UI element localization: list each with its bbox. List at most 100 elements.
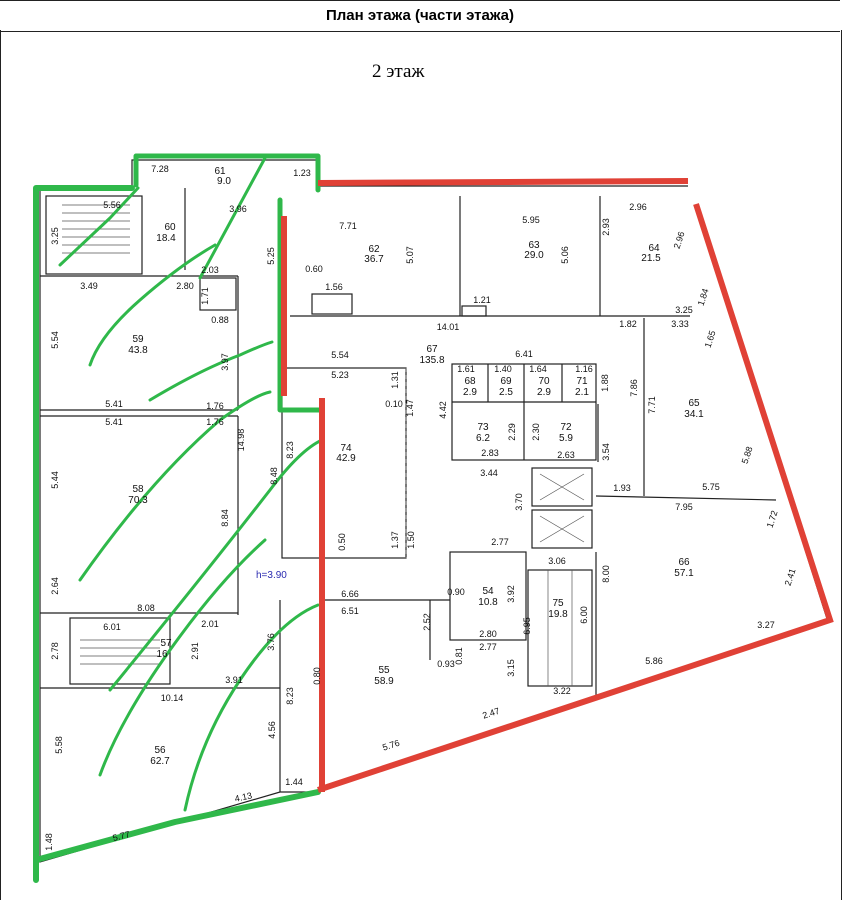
room-number: 60: [164, 222, 176, 233]
room-number: 65: [688, 398, 700, 409]
green-outline-south: [33, 789, 321, 863]
green-hatch: [98, 538, 267, 777]
room-area: 43.8: [128, 345, 148, 356]
plan-title: План этажа (части этажа): [325, 7, 515, 24]
room-area: 57.1: [674, 568, 694, 579]
dimension-label: 2.77: [491, 537, 509, 547]
dimension-label: 1.71: [200, 287, 210, 305]
plan-sheet: [0, 30, 842, 900]
room-area: 70.3: [128, 495, 148, 506]
dimension-label: 1.23: [293, 168, 311, 178]
room-area: 10.8: [478, 597, 498, 608]
room-number: 73: [477, 422, 489, 433]
fixture: [311, 293, 353, 315]
dimension-label: 2.83: [481, 448, 499, 458]
room-area: 19.8: [548, 609, 568, 620]
room-54-box: [449, 551, 527, 641]
dimension-label: 8.00: [601, 565, 611, 583]
interior-walls: [40, 188, 777, 792]
elevator-x: [539, 473, 585, 501]
dimension-label: 4.13: [234, 790, 253, 803]
room-number: 63: [528, 240, 540, 251]
dimension-label: 2.29: [507, 423, 517, 441]
stair-75: [527, 569, 593, 687]
dimension-label: 2.77: [479, 642, 497, 652]
dimension-label: 3.27: [757, 620, 775, 630]
dimension-label: 5.23: [331, 370, 349, 380]
dimension-label: 5.76: [381, 738, 401, 753]
dimension-label: 1.65: [703, 329, 718, 349]
green-hatch: [183, 603, 320, 812]
dimension-label: 6.00: [579, 606, 589, 624]
dimension-label: 2.96: [672, 230, 687, 250]
red-highlight: [281, 178, 834, 793]
room-area: 36.7: [364, 254, 384, 265]
room-area: 42.9: [336, 453, 356, 464]
dimension-label: 1.31: [390, 371, 400, 389]
dimension-label: 0.60: [305, 264, 323, 274]
dimension-label: 0.90: [447, 587, 465, 597]
dimension-label: 5.95: [522, 215, 540, 225]
dimension-label: 6.01: [103, 622, 121, 632]
room-number: 75: [552, 598, 564, 609]
dimension-label: 1.44: [285, 777, 303, 787]
dimension-label: 7.28: [151, 164, 169, 174]
dimension-label: 4.56: [267, 721, 277, 739]
dimension-label: 3.06: [548, 556, 566, 566]
room-area: 62.7: [150, 756, 170, 767]
dimension-label: 5.58: [54, 736, 64, 754]
room-number: 55: [378, 665, 390, 676]
dimension-label: 5.41: [105, 417, 123, 427]
dimension-label: 2.41: [783, 567, 798, 587]
room-area: 135.8: [419, 355, 444, 366]
elevator-1: [531, 467, 593, 507]
dimension-label: 1.64: [529, 364, 547, 374]
green-hatch: [58, 186, 140, 267]
dimension-label: 3.91: [225, 675, 243, 685]
red-outline-east: [317, 203, 834, 793]
dimension-label: 1.47: [405, 399, 415, 417]
dimension-label: 3.92: [506, 585, 516, 603]
dimension-labels: 7.28 1.23 5.56 3.96 7.71 5.95 2.96 3.25 …: [44, 164, 798, 851]
dimension-label: 14.01: [437, 322, 460, 332]
dimension-label: 1.72: [765, 509, 780, 529]
dimension-label: 3.25: [675, 305, 693, 315]
dimension-label: 5.54: [50, 331, 60, 349]
dimension-label: 1.93: [613, 483, 631, 493]
dimension-label: 7.71: [647, 396, 657, 414]
dimension-label: 3.49: [80, 281, 98, 291]
dimension-label: 2.52: [422, 613, 432, 631]
dimension-label: 1.88: [600, 374, 610, 392]
dimension-label: 0.88: [211, 315, 229, 325]
dimension-label: 1.76: [206, 417, 224, 427]
dimension-label: 2.80: [176, 281, 194, 291]
room-area: 2.5: [499, 387, 513, 398]
green-outline-mid: [277, 197, 325, 413]
dimension-label: 5.56: [103, 200, 121, 210]
dimension-label: 6.51: [341, 606, 359, 616]
dimension-label: 0.80: [312, 667, 322, 685]
room-area: 5.9: [559, 433, 573, 444]
dimension-label: 8.84: [220, 509, 230, 527]
dimension-label: 3.33: [671, 319, 689, 329]
dimension-label: 5.06: [560, 246, 570, 264]
green-hatch: [88, 243, 217, 367]
dimension-label: 6.66: [341, 589, 359, 599]
green-hatch: [78, 390, 272, 582]
room-area: 21.5: [641, 253, 661, 264]
dimension-label: 5.41: [105, 399, 123, 409]
wall: [595, 495, 777, 501]
room-labels: 61 9.0 60 18.4 62 36.7 63 29.0 64 21.5 5…: [128, 166, 704, 767]
dimension-label: 3.96: [229, 204, 247, 214]
dimension-label: 2.80: [479, 629, 497, 639]
red-outline-north: [317, 178, 689, 186]
room-area: 29.0: [524, 250, 544, 261]
room-area: 58.9: [374, 676, 394, 687]
room-number: 54: [482, 586, 494, 597]
dimension-label: 5.86: [645, 656, 663, 666]
room-number: 57: [160, 638, 172, 649]
room-number: 71: [576, 376, 588, 387]
green-outline-north: [133, 153, 321, 193]
fixture: [461, 305, 487, 317]
dimension-label: 2.64: [50, 577, 60, 595]
